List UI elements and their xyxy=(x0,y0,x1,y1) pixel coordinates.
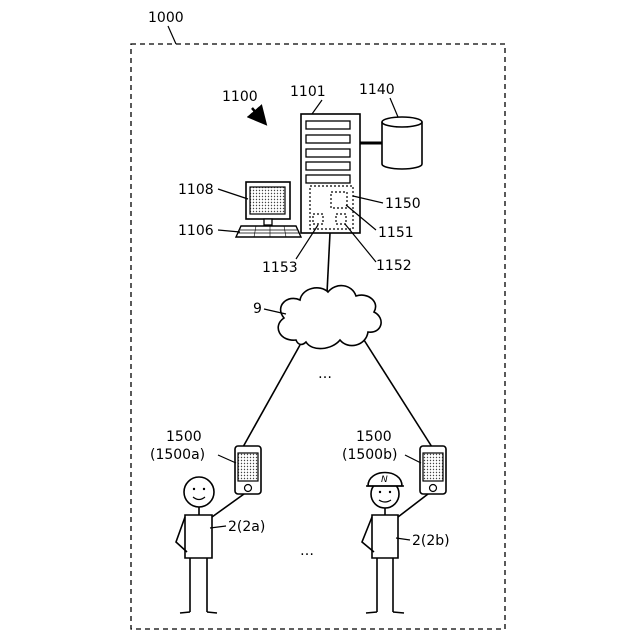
user-right-label: 2(2b) xyxy=(412,533,450,549)
terminal-left-label: 1500 xyxy=(166,429,202,445)
network-ellipsis: … xyxy=(318,366,332,382)
sub-unit-1151-label: 1151 xyxy=(378,225,414,241)
server-system-arrow xyxy=(252,108,264,122)
database-label: 1140 xyxy=(359,82,395,98)
server-system-label: 1100 xyxy=(222,89,258,105)
keyboard xyxy=(236,226,301,237)
database-cylinder xyxy=(360,117,422,169)
monitor xyxy=(246,182,290,225)
network-link-left xyxy=(243,345,300,447)
database-leader-line xyxy=(390,98,398,117)
server-network-link xyxy=(327,233,330,293)
terminal-right-label: 1500 xyxy=(356,429,392,445)
terminal-left xyxy=(235,446,261,494)
users-ellipsis: … xyxy=(300,543,314,559)
server-label: 1101 xyxy=(290,84,326,100)
server-leader-line xyxy=(312,100,322,114)
system-label: 1000 xyxy=(148,10,184,26)
keyboard-label: 1106 xyxy=(178,223,214,239)
terminal-left-leader-line xyxy=(218,455,236,463)
monitor-leader-line xyxy=(218,189,248,199)
terminal-right-leader-line xyxy=(405,455,421,463)
terminal-left-sublabel: (1500a) xyxy=(150,447,205,463)
server-tower xyxy=(301,114,360,233)
sub-unit-1153-label: 1153 xyxy=(262,260,298,276)
sub-unit-1152-label: 1152 xyxy=(376,258,412,274)
terminal-right xyxy=(420,446,446,494)
control-unit-label: 1150 xyxy=(385,196,421,212)
system-leader-line xyxy=(168,26,176,44)
user-left-label: 2(2a) xyxy=(228,519,265,535)
terminal-right-sublabel: (1500b) xyxy=(342,447,397,463)
user-left xyxy=(176,477,244,613)
network-cloud xyxy=(278,286,381,349)
network-label: 9 xyxy=(253,301,262,317)
cap-mark: N xyxy=(381,475,388,485)
keyboard-leader-line xyxy=(218,230,240,232)
monitor-label: 1108 xyxy=(178,182,214,198)
